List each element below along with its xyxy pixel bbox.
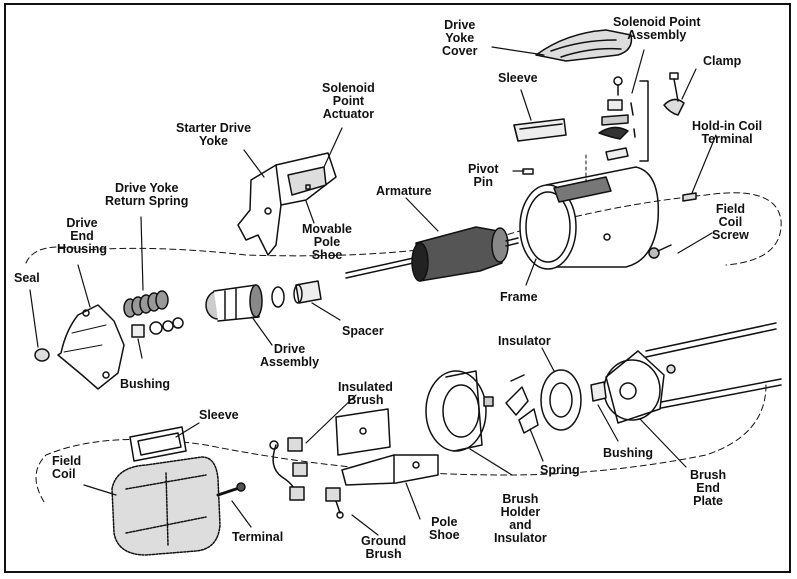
label-field-coil-screw: Field Coil Screw bbox=[712, 202, 749, 242]
label-field-coil: Field Coil bbox=[52, 454, 82, 481]
starter-motor-exploded-diagram: Drive Yoke Cover Solenoid Point Assembly… bbox=[4, 3, 791, 573]
brush-springs-part bbox=[505, 374, 539, 434]
label-hold-in-coil-terminal: Hold-in Coil Terminal bbox=[692, 119, 763, 146]
washers-part bbox=[149, 317, 184, 335]
label-bushing-right: Bushing bbox=[603, 446, 653, 460]
field-coil-part bbox=[111, 456, 246, 556]
top-sleeve-part bbox=[513, 118, 567, 142]
label-drive-assembly: Drive Assembly bbox=[260, 342, 320, 369]
hold-in-coil-terminal-part bbox=[682, 192, 697, 202]
label-clamp: Clamp bbox=[703, 54, 742, 68]
label-sleeve-top: Sleeve bbox=[498, 71, 538, 85]
label-drive-end-housing: Drive End Housing bbox=[57, 216, 107, 256]
pivot-pin-part bbox=[522, 168, 534, 175]
pole-shoe-upper-part bbox=[335, 408, 391, 456]
label-drive-yoke-cover: Drive Yoke Cover bbox=[442, 18, 478, 58]
label-seal: Seal bbox=[14, 271, 40, 285]
starter-drive-yoke-part bbox=[237, 152, 337, 256]
label-movable-pole-shoe: Movable Pole Shoe bbox=[302, 222, 353, 262]
bottom-sleeve-part bbox=[129, 426, 187, 462]
label-pivot-pin: Pivot Pin bbox=[468, 162, 499, 189]
label-pole-shoe: Pole Shoe bbox=[429, 515, 460, 542]
label-armature: Armature bbox=[376, 184, 432, 198]
ground-brush-part bbox=[325, 487, 344, 519]
drive-end-housing-part bbox=[57, 304, 125, 390]
frame-part bbox=[519, 154, 660, 270]
label-frame: Frame bbox=[500, 290, 538, 304]
snap-ring-part bbox=[271, 286, 285, 308]
insulator-part bbox=[540, 369, 582, 431]
label-brush-end-plate: Brush End Plate bbox=[690, 468, 727, 508]
seal-part bbox=[34, 348, 50, 362]
pole-shoe-lower-part bbox=[341, 454, 439, 486]
bushing-right-part bbox=[590, 381, 607, 402]
label-drive-yoke-return-spring: Drive Yoke Return Spring bbox=[105, 181, 189, 208]
drive-yoke-return-spring-part bbox=[123, 290, 169, 318]
field-coil-screw-part bbox=[648, 244, 672, 259]
spacer-part bbox=[293, 280, 322, 304]
label-bushing-left: Bushing bbox=[120, 377, 170, 391]
label-sleeve-bottom: Sleeve bbox=[199, 408, 239, 422]
solenoid-point-assembly-part bbox=[598, 76, 649, 162]
label-starter-drive-yoke: Starter Drive Yoke bbox=[176, 121, 252, 148]
clamp-part bbox=[663, 72, 685, 116]
diagram-artwork bbox=[25, 29, 782, 556]
label-solenoid-point-actuator: Solenoid Point Actuator bbox=[322, 81, 375, 121]
brush-end-plate-part bbox=[603, 350, 676, 424]
label-spring: Spring bbox=[540, 463, 580, 477]
label-terminal: Terminal bbox=[232, 530, 284, 544]
bushing-left-part bbox=[131, 324, 145, 338]
label-insulator: Insulator bbox=[498, 334, 551, 348]
insulated-brush-part bbox=[269, 437, 308, 501]
armature-part bbox=[345, 226, 519, 282]
leader-lines bbox=[29, 46, 717, 536]
drive-yoke-cover-part bbox=[535, 29, 633, 62]
label-solenoid-point-assembly: Solenoid Point Assembly bbox=[613, 15, 701, 42]
label-brush-holder-and-insulator: Brush Holder and Insulator bbox=[494, 492, 547, 545]
drive-assembly-part bbox=[205, 284, 263, 322]
through-bolts-part bbox=[645, 322, 782, 410]
movable-pole-shoe-part bbox=[305, 184, 311, 190]
label-insulated-brush: Insulated Brush bbox=[338, 380, 393, 407]
label-spacer: Spacer bbox=[342, 324, 384, 338]
label-ground-brush: Ground Brush bbox=[361, 534, 407, 561]
brush-holder-part bbox=[425, 370, 494, 452]
